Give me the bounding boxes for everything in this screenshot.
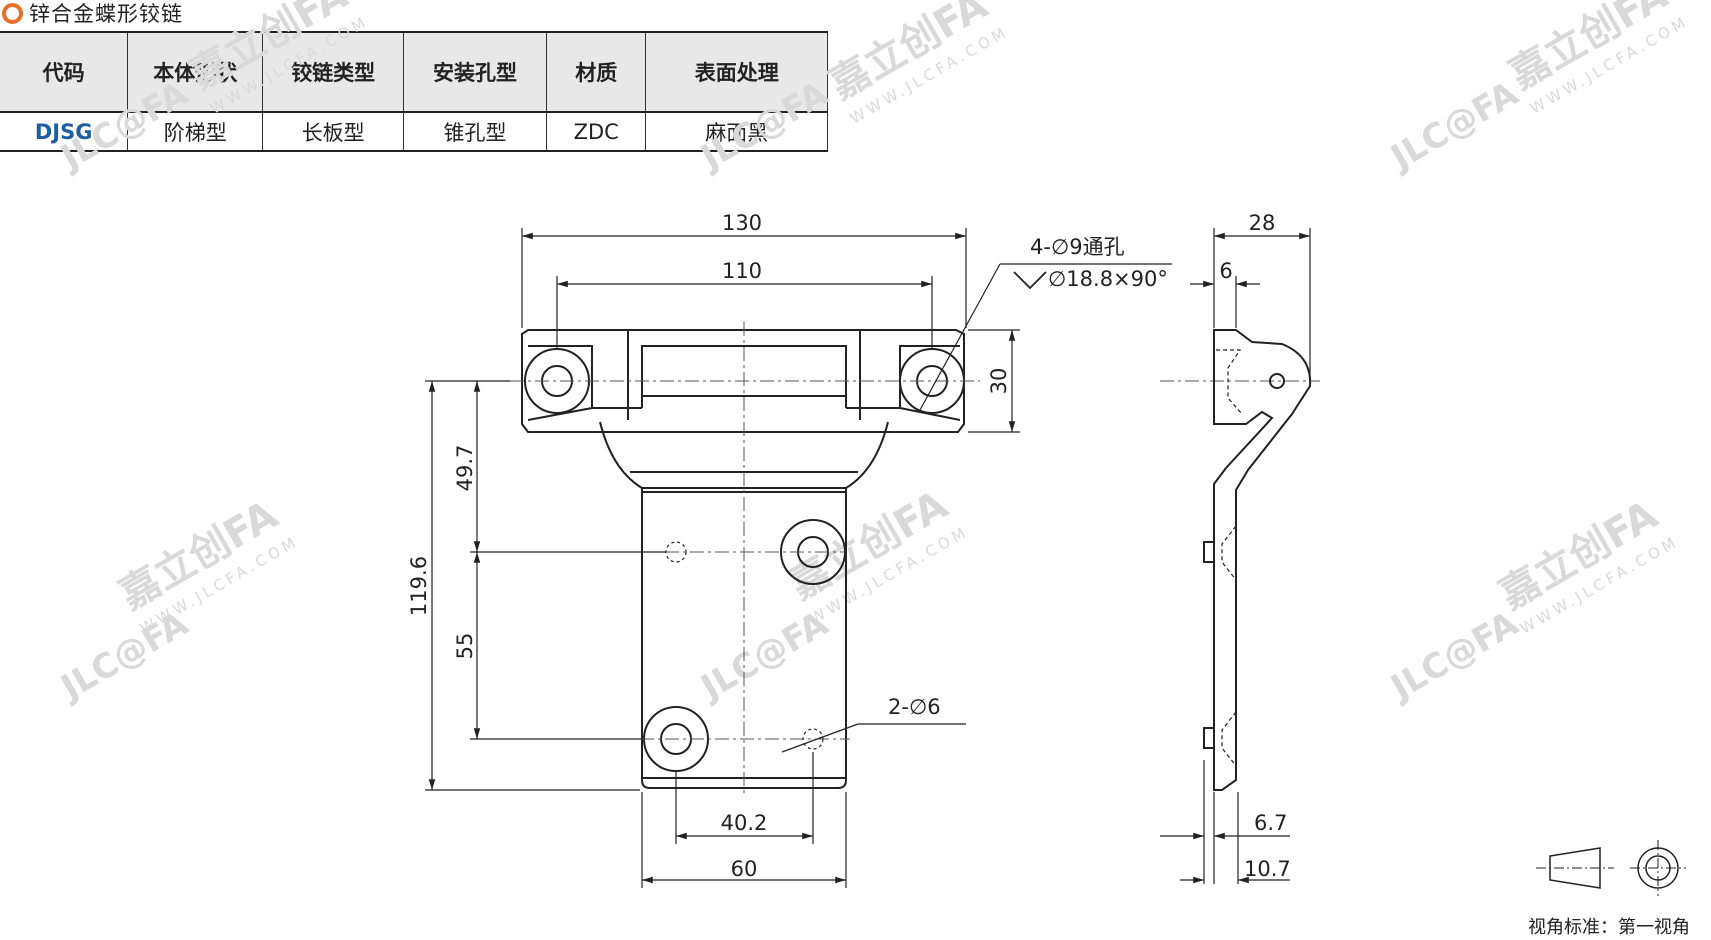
view-standard-note: 视角标准：第一视角 <box>1528 917 1690 938</box>
header-hinge-type: 铰链类型 <box>262 31 405 113</box>
side-dimensions <box>1160 228 1311 884</box>
side-hidden-cone <box>1216 349 1243 415</box>
watermark: JLC@FA <box>53 73 196 178</box>
dim-6-7: 6.7 <box>1254 811 1287 835</box>
side-hidden-cone <box>1221 525 1237 581</box>
spec-table: 代码 本体形状 铰链类型 安装孔型 材质 表面处理 DJSG 阶梯型 长板型 锥… <box>0 31 828 152</box>
small-holes-note: 2-∅6 <box>888 695 941 719</box>
hinge-pin-area <box>641 345 847 397</box>
dim-28: 28 <box>1249 211 1276 235</box>
side-pin-hole <box>1269 373 1285 389</box>
hole-note-through: 4-∅9通孔 <box>1030 235 1125 259</box>
dim-6: 6 <box>1219 259 1232 283</box>
watermark: 嘉立创FA WWW.JLCFA.COM <box>1502 0 1692 118</box>
top-bar-knuckle-left <box>527 345 593 421</box>
watermarks: JLC@FA 嘉立创FA WWW.JLCFA.COM JLC@FA 嘉立创FA … <box>53 0 1692 709</box>
watermark-logo: JLC@FA <box>53 73 196 178</box>
watermark-logo: JLC@FA <box>693 73 836 178</box>
dim-119-6: 119.6 <box>407 556 431 616</box>
side-boss <box>1203 541 1215 563</box>
table-header-row: 代码 本体形状 铰链类型 安装孔型 材质 表面处理 <box>0 31 828 113</box>
watermark: 嘉立创FA WWW.JLCFA.COM <box>1492 492 1682 638</box>
watermark: 嘉立创FA WWW.JLCFA.COM <box>822 0 1012 128</box>
header-hole-type: 安装孔型 <box>403 31 547 113</box>
side-boss <box>1203 727 1215 749</box>
watermark: 嘉立创FA WWW.JLCFA.COM <box>182 0 372 118</box>
dim-55: 55 <box>453 633 477 660</box>
dim-110: 110 <box>722 259 762 283</box>
cell-code: DJSG <box>0 112 129 152</box>
cell-material: ZDC <box>545 112 647 152</box>
dim-10-7: 10.7 <box>1244 857 1291 881</box>
dim-30: 30 <box>987 368 1011 395</box>
dim-40-2: 40.2 <box>721 811 768 835</box>
watermark: JLC@FA <box>693 73 836 178</box>
long-plate <box>641 492 847 789</box>
top-bar-outline <box>521 329 965 433</box>
cell-surface: 麻面黑 <box>645 112 828 152</box>
watermark: 嘉立创FA WWW.JLCFA.COM <box>112 492 302 638</box>
top-bar-knuckle-right <box>899 345 961 421</box>
countersink-symbol-icon <box>1013 271 1047 290</box>
watermark: JLC@FA <box>1383 73 1526 178</box>
page-title: 锌合金蝶形铰链 <box>29 2 183 26</box>
dim-130: 130 <box>722 211 762 235</box>
dim-49-7: 49.7 <box>453 445 477 492</box>
header-body-shape: 本体形状 <box>127 31 264 113</box>
hole-note-countersink: ∅18.8×90° <box>1048 267 1168 291</box>
header-material: 材质 <box>545 31 647 113</box>
dim-60: 60 <box>731 857 758 881</box>
circle-bullet-icon <box>2 2 23 24</box>
cell-body-shape: 阶梯型 <box>127 112 264 152</box>
projection-symbol-icon <box>1536 840 1686 896</box>
side-hidden-cone <box>1221 711 1237 767</box>
title-bar: 锌合金蝶形铰链 <box>0 0 183 26</box>
header-code: 代码 <box>0 31 129 113</box>
watermark: 嘉立创FA WWW.JLCFA.COM <box>782 482 972 628</box>
table-row: DJSG 阶梯型 长板型 锥孔型 ZDC 麻面黑 <box>0 112 828 152</box>
side-profile <box>1213 329 1312 791</box>
cell-hinge-type: 长板型 <box>262 112 405 152</box>
watermark-logo: JLC@FA <box>1383 73 1526 178</box>
header-surface: 表面处理 <box>645 31 828 113</box>
watermark-logo: JLC@FA <box>1383 603 1526 708</box>
watermark: JLC@FA <box>1383 603 1526 708</box>
cell-hole-type: 锥孔型 <box>403 112 547 152</box>
front-dimensions <box>425 228 1172 888</box>
side-view <box>1203 329 1312 791</box>
